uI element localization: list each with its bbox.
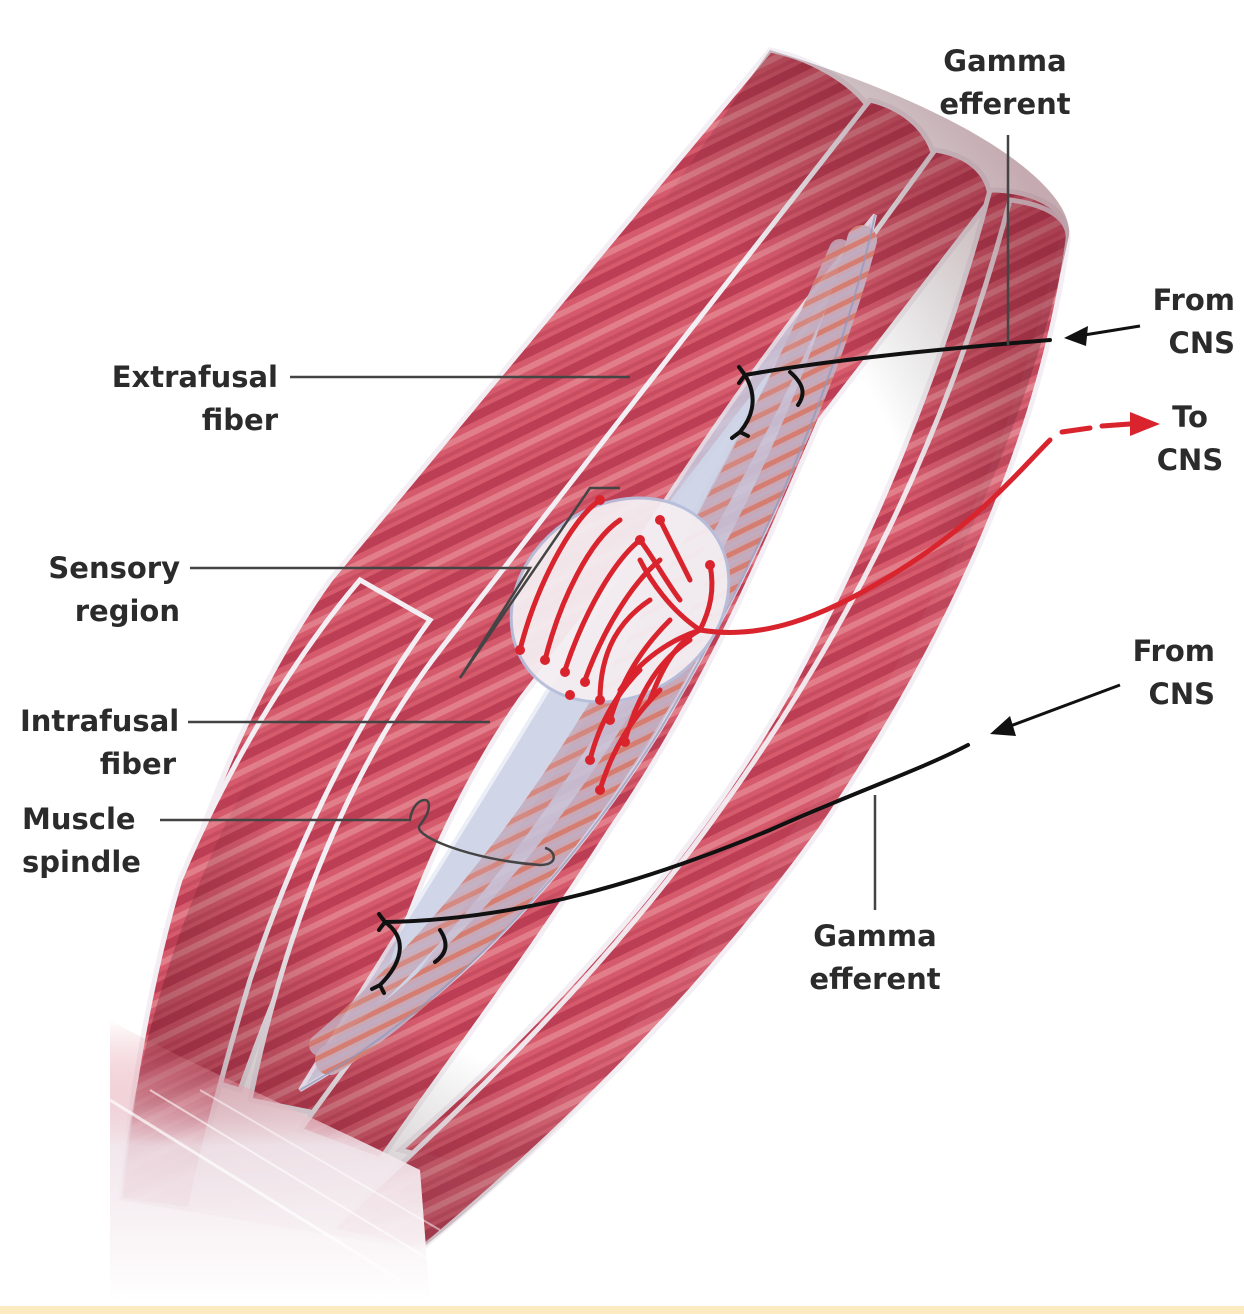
label-line: fiber [99,747,176,781]
label-line: efferent [939,87,1071,121]
sensory-nerve-endings [515,495,715,795]
label-gamma-efferent-bottom: Gamma efferent [805,915,945,1001]
label-line: From [1152,283,1235,317]
label-line: fiber [201,403,278,437]
label-from-cns-bottom: From CNS [1110,630,1215,716]
label-line: efferent [809,962,941,996]
gamma-efferent-bottom [370,743,970,995]
label-line: Muscle [22,802,136,836]
from-cns-top-arrow [1064,324,1141,346]
label-line: Intrafusal [20,704,180,738]
label-line: From [1132,634,1215,668]
sensory-nerve [517,421,1133,793]
label-sensory-region: Sensory region [40,547,180,633]
leader-sensory [190,486,620,679]
label-line: CNS [1156,443,1224,477]
gamma-efferent-top [730,338,1052,440]
to-cns-arrowhead [1130,412,1160,436]
label-muscle-spindle: Muscle spindle [22,798,162,884]
label-line: Extrafusal [111,360,278,394]
label-to-cns: To CNS [1150,396,1230,482]
label-gamma-efferent-top: Gamma efferent [935,40,1075,126]
label-line: region [74,594,180,628]
label-line: Sensory [48,551,180,585]
label-line: CNS [1148,677,1215,711]
label-line: To [1172,400,1208,434]
leader-muscle-spindle [160,798,555,867]
label-extrafusal-fiber: Extrafusal fiber [100,356,278,442]
label-line: Gamma [813,919,937,953]
label-line: CNS [1168,326,1235,360]
spindle-capsule-edge [299,214,876,1091]
label-intrafusal-fiber: Intrafusal fiber [20,700,180,786]
label-line: spindle [22,845,141,879]
from-cns-bottom-arrow [990,683,1121,736]
tendon-ends [109,1020,441,1300]
label-from-cns-top: From CNS [1130,279,1235,365]
leader-lines [160,135,1010,910]
label-line: Gamma [943,44,1067,78]
intrafusal-fiber-a [315,225,877,1075]
